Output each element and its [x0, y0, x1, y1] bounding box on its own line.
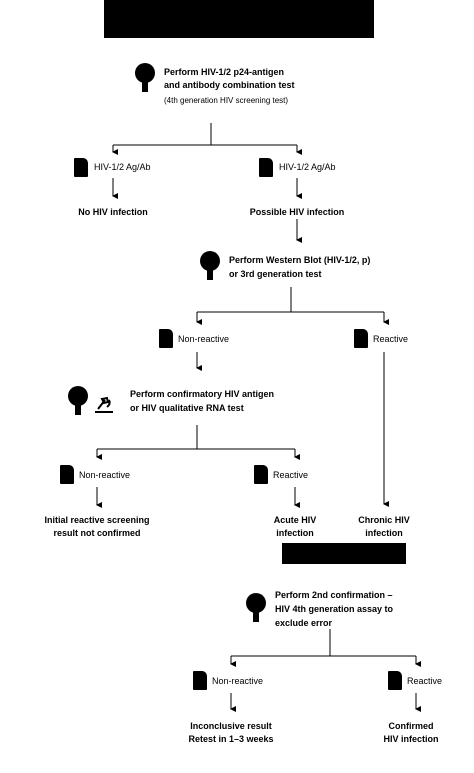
result3-nonreactive-label: Non-reactive	[79, 470, 131, 480]
outcome-acute-line2: infection	[276, 528, 314, 538]
outcome-inconclusive-line1: Inconclusive result	[190, 721, 272, 731]
step4-line2: HIV 4th generation assay to	[275, 604, 394, 614]
document-icon	[354, 329, 368, 348]
lightbulb-icon	[246, 593, 266, 622]
step4-line1: Perform 2nd confirmation –	[275, 590, 393, 600]
title-banner	[104, 0, 374, 38]
document-icon	[74, 158, 88, 177]
lightbulb-icon	[200, 251, 220, 280]
result1-positive-outcome: Possible HIV infection	[249, 207, 345, 217]
step2-line2: or 3rd generation test	[229, 269, 322, 279]
document-icon	[159, 329, 173, 348]
document-icon	[254, 465, 268, 484]
step2-line1: Perform Western Blot (HIV-1/2, p)	[229, 255, 371, 265]
microscope-icon	[95, 396, 113, 413]
outcome-chronic-line1: Chronic HIV	[358, 515, 410, 525]
step1-line1: Perform HIV-1/2 p24-antigen	[164, 67, 285, 77]
outcome-confirmed-line1: Confirmed	[388, 721, 434, 731]
outcome-initial-line1: Initial reactive screening	[44, 515, 150, 525]
result4-reactive-label: Reactive	[407, 676, 443, 686]
outcome-initial-line2: result not confirmed	[53, 528, 141, 538]
document-icon	[60, 465, 74, 484]
result1-positive-label: HIV-1/2 Ag/Ab	[279, 162, 336, 172]
document-icon	[193, 671, 207, 690]
document-icon	[388, 671, 402, 690]
result1-negative-label: HIV-1/2 Ag/Ab	[94, 162, 151, 172]
lightbulb-icon	[135, 63, 155, 92]
outcome-acute-line1: Acute HIV	[273, 515, 317, 525]
result2-reactive-label: Reactive	[373, 334, 409, 344]
result4-nonreactive-label: Non-reactive	[212, 676, 264, 686]
outcome-chronic-line2: infection	[365, 528, 403, 538]
outcome-confirmed-line2: HIV infection	[383, 734, 439, 744]
step4-line3: exclude error	[275, 618, 333, 628]
lightbulb-icon	[68, 386, 88, 415]
outcome-inconclusive-line2: Retest in 1–3 weeks	[188, 734, 274, 744]
document-icon	[259, 158, 273, 177]
result1-negative-outcome: No HIV infection	[78, 207, 148, 217]
result2-nonreactive-label: Non-reactive	[178, 334, 230, 344]
step1-line3: (4th generation HIV screening test)	[164, 96, 289, 105]
step3-line1: Perform confirmatory HIV antigen	[130, 389, 275, 399]
section-banner	[282, 543, 406, 564]
step3-line2: or HIV qualitative RNA test	[130, 403, 244, 413]
result3-reactive-label: Reactive	[273, 470, 309, 480]
step1-line2: and antibody combination test	[164, 80, 295, 90]
